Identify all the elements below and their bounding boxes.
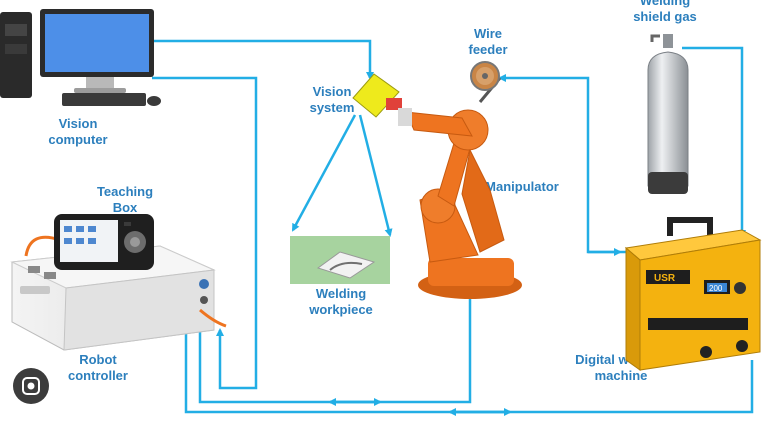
teaching-box	[54, 214, 154, 270]
vision-system	[352, 73, 402, 118]
label-teaching-box: Teaching Box	[96, 184, 154, 215]
link-computer-vision	[152, 39, 374, 80]
link-welder-feeder	[498, 74, 626, 254]
vision-computer	[0, 9, 161, 106]
manipulator	[398, 77, 522, 299]
link-controller-manipulator	[198, 298, 472, 404]
welding-workpiece	[290, 236, 390, 284]
robot-controller	[10, 235, 227, 351]
link-gas-welder	[682, 46, 746, 238]
connection-lines	[152, 39, 754, 416]
label-welding-workpiece: Welding workpiece	[309, 286, 373, 317]
welder-display: 200	[709, 284, 723, 293]
lens-icon[interactable]	[13, 368, 49, 404]
shield-gas-cylinder	[647, 34, 689, 194]
label-vision-system: Vision system	[309, 84, 355, 115]
lens-glyph	[22, 377, 40, 395]
label-shield-gas: Welding shield gas	[633, 0, 697, 24]
welder-brand: USR	[654, 273, 676, 284]
wire-feeder	[470, 61, 500, 91]
link-vision-workpiece-b	[358, 114, 393, 237]
link-vision-workpiece-a	[291, 114, 357, 232]
link-computer-controller	[152, 76, 258, 390]
label-wire-feeder: Wire feeder	[468, 26, 508, 57]
label-robot-controller: Robot controller	[68, 352, 128, 383]
digital-welding-machine: USR 200	[624, 217, 762, 371]
label-vision-computer: Vision computer	[48, 116, 108, 147]
label-manipulator: Manipulator	[485, 179, 559, 194]
